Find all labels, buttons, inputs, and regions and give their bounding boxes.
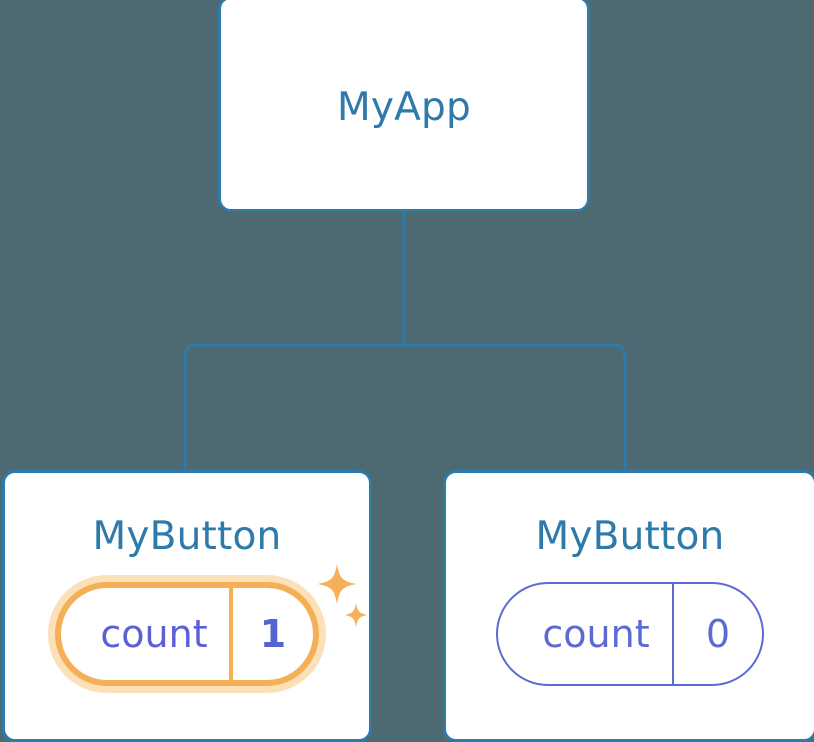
state-pill-highlighted[interactable]: count 1 (55, 582, 319, 686)
state-key-label: count (61, 588, 233, 680)
node-title-root: MyApp (337, 84, 471, 130)
node-myapp[interactable]: MyApp (218, 0, 590, 212)
edge-branch-right (404, 343, 627, 472)
sparkle-large-icon (318, 564, 356, 604)
state-pill-wrapper-left: count 1 (55, 564, 368, 686)
node-title-child-left: MyButton (92, 514, 282, 559)
edge-branch-left (183, 343, 404, 472)
state-value-label: 1 (259, 612, 287, 656)
node-mybutton-left[interactable]: MyButton count 1 (2, 470, 372, 742)
state-pill-wrapper-right: count 0 (496, 582, 764, 686)
node-mybutton-right[interactable]: MyButton count 0 (443, 470, 814, 742)
sparkle-small-icon (344, 603, 368, 627)
state-key-label: count (498, 584, 674, 684)
state-value-label: 0 (705, 612, 731, 656)
state-pill-plain[interactable]: count 0 (496, 582, 764, 686)
sparkles-icon (318, 564, 368, 627)
node-title-child-right: MyButton (535, 514, 725, 559)
